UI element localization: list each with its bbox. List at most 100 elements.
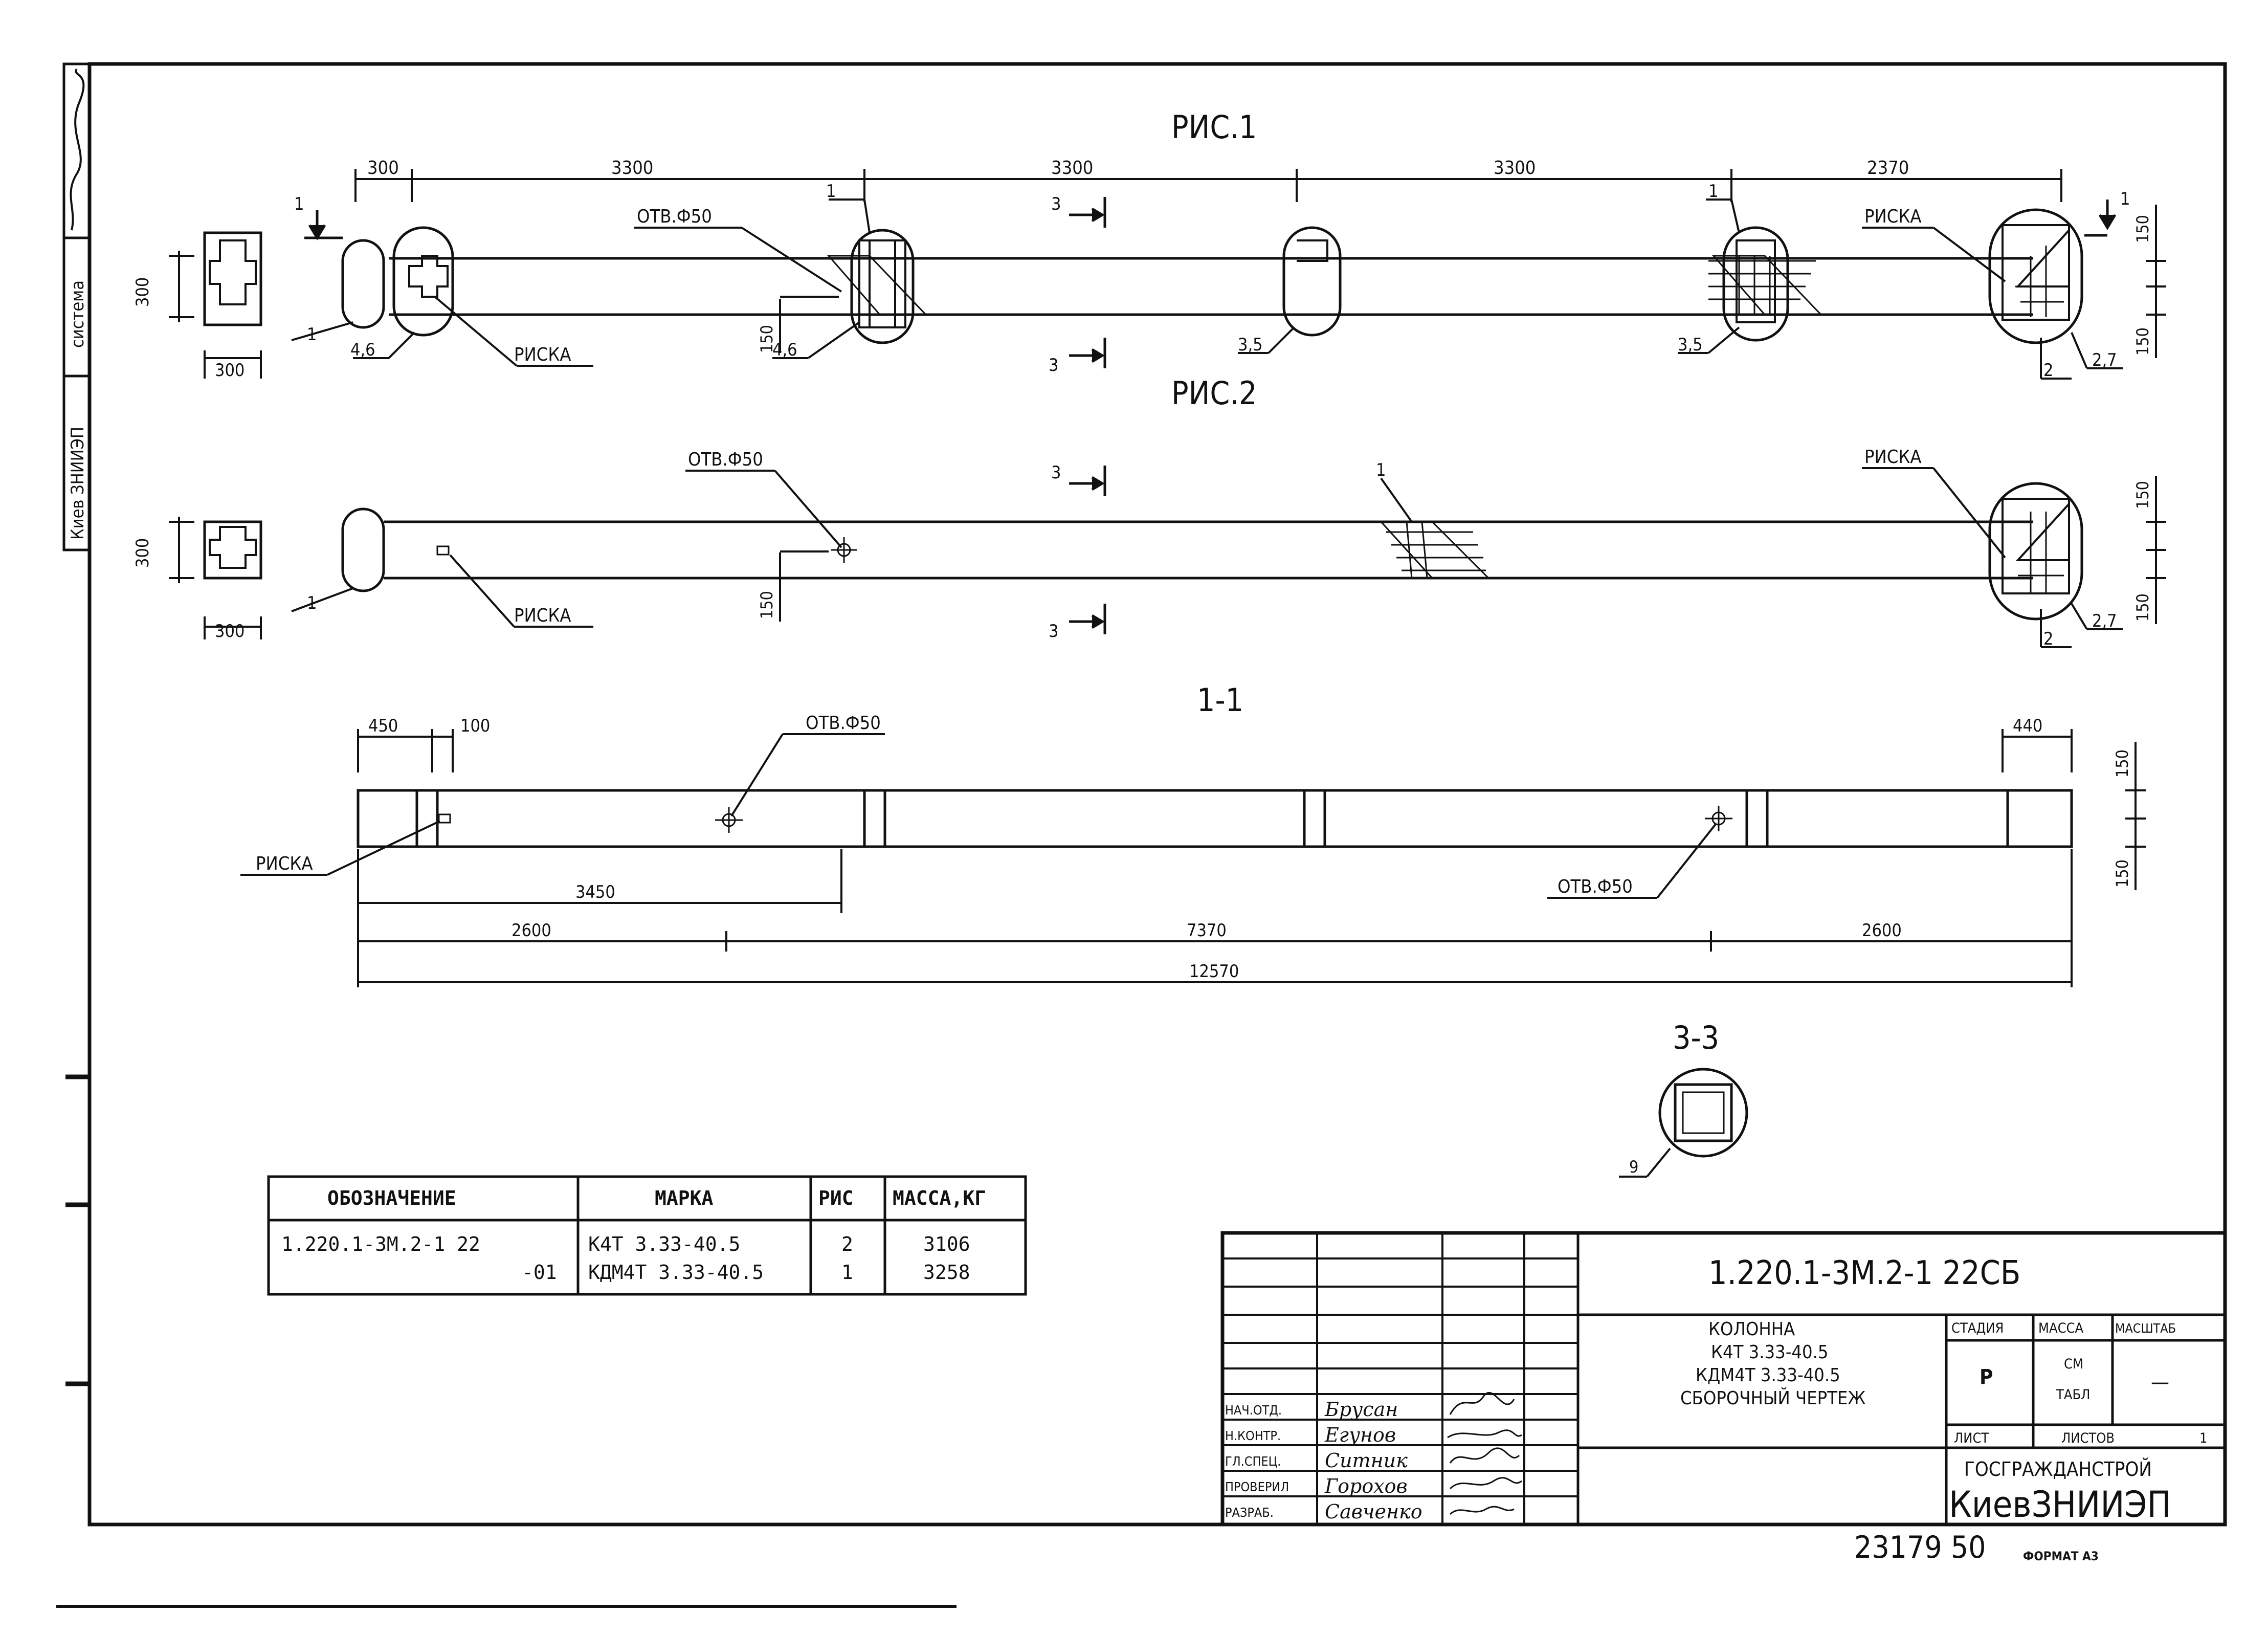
sheet-label: ЛИСТ — [1954, 1430, 1989, 1446]
fig1-side-dim-150-bottom: 150 — [2133, 327, 2152, 356]
fig1-cross-section — [169, 231, 262, 379]
fig1-column-body — [341, 208, 2083, 344]
section11-dim-7370: 7370 — [1187, 920, 1227, 941]
fig1-dimension-chain — [354, 169, 2062, 202]
scale-header: МАСШТАБ — [2115, 1321, 2176, 1336]
section11-dim-total: 12570 — [1189, 961, 1239, 982]
figure-2: РИС.2 300 300 — [132, 374, 2166, 649]
fig1-title: РИС.1 — [1171, 108, 1257, 146]
fig2-offset-dim — [779, 550, 829, 622]
spec-mark-2: КДМ4Т 3.33-40.5 — [588, 1261, 764, 1284]
section11-side-dim-150-top: 150 — [2113, 749, 2132, 778]
sheets-value: 1 — [2199, 1430, 2207, 1446]
fig2-leaders — [291, 467, 2123, 648]
name-head: Брусан — [1324, 1398, 1398, 1421]
format-label: ФОРМАТ А3 — [2023, 1549, 2099, 1563]
fig2-section-mark-3-top: 3 — [1051, 462, 1061, 483]
fig2-title: РИС.2 — [1171, 374, 1257, 412]
section-1-1: 1-1 450 100 440 — [240, 681, 2146, 987]
section11-dim-2600-right: 2600 — [1862, 920, 1902, 941]
role-chief-spec: ГЛ.СПЕЦ. — [1225, 1454, 1281, 1469]
fig2-callout-2-7: 2,7 — [2092, 611, 2117, 631]
fig2-cs-width: 300 — [215, 621, 244, 642]
section11-top-dims — [357, 729, 2073, 772]
fig2-risk-label-left: РИСКА — [514, 605, 571, 626]
spec-header-fig: РИС — [818, 1187, 854, 1209]
section33-title: 3-3 — [1673, 1019, 1719, 1056]
fig2-side-dim-150-top: 150 — [2133, 481, 2152, 509]
fig1-dim-300: 300 — [367, 158, 399, 179]
fig2-column-body — [341, 482, 2083, 621]
fig1-offset-150: 150 — [757, 325, 776, 353]
stage-header: СТАДИЯ — [1951, 1320, 2004, 1336]
mass-value-1: СМ — [2064, 1356, 2083, 1372]
doc-name-line-1: КОЛОННА — [1708, 1319, 1795, 1340]
role-norm-control: Н.КОНТР. — [1225, 1428, 1281, 1443]
fig2-side-dim-150-bottom: 150 — [2133, 593, 2152, 622]
fig1-callout-1: 1 — [307, 324, 317, 345]
fig1-dim-2370: 2370 — [1867, 158, 1909, 179]
fig2-callout-2: 2 — [2043, 629, 2053, 649]
doc-code: 1.220.1-3М.2-1 22СБ — [1708, 1254, 2020, 1292]
role-head: НАЧ.ОТД. — [1225, 1403, 1282, 1418]
fig1-callout-4-6-b: 4,6 — [772, 340, 797, 360]
side-signature — [70, 68, 85, 231]
fig2-risk-label-right: РИСКА — [1864, 447, 1922, 468]
spec-header-mass: МАССА,КГ — [893, 1187, 986, 1209]
fig1-section-mark-1-right: 1 — [2120, 189, 2130, 209]
name-developed: Савченко — [1325, 1500, 1422, 1523]
stage-value: Р — [1980, 1365, 1993, 1389]
name-checked: Горохов — [1324, 1475, 1408, 1497]
fig1-dim-3300-a: 3300 — [611, 158, 653, 179]
fig1-side-dims — [2146, 205, 2166, 358]
fig1-callout-3-5-a: 3,5 — [1238, 335, 1263, 355]
fig1-section-mark-3-bottom: 3 — [1049, 355, 1058, 375]
section11-dim-3450: 3450 — [575, 882, 615, 902]
fig1-callout-1-top-a: 1 — [826, 181, 836, 202]
fig1-risk-label-right: РИСКА — [1864, 206, 1922, 227]
doc-name-line-4: СБОРОЧНЫЙ ЧЕРТЕЖ — [1680, 1387, 1865, 1409]
spec-fig-2: 1 — [841, 1261, 853, 1284]
fig2-offset-150: 150 — [757, 591, 776, 619]
spec-designation: 1.220.1-3М.2-1 22 — [281, 1233, 480, 1255]
section11-risk-label: РИСКА — [256, 853, 313, 874]
fig1-callout-4-6-a: 4,6 — [350, 340, 375, 360]
sheet-number: 23179 50 — [1854, 1530, 1986, 1565]
fig2-hatching — [1386, 512, 2064, 593]
fig1-dim-3300-b: 3300 — [1051, 158, 1093, 179]
fig2-section-marks — [1069, 466, 1106, 634]
section11-side-dims — [2125, 742, 2146, 890]
fig2-callout-1-mid: 1 — [1376, 460, 1386, 480]
mass-value-2: ТАБЛ — [2056, 1387, 2090, 1403]
scale-value: — — [2151, 1371, 2169, 1394]
section11-dim-450: 450 — [368, 716, 398, 736]
fig1-leaders — [291, 198, 2123, 380]
fig2-side-dims — [2146, 476, 2166, 624]
fig1-section-mark-1-left: 1 — [294, 194, 304, 214]
spec-mark-1: К4Т 3.33-40.5 — [588, 1233, 740, 1255]
role-developed: РАЗРАБ. — [1225, 1505, 1274, 1520]
sheets-label: ЛИСТОВ — [2061, 1430, 2115, 1446]
section11-dim-2600-left: 2600 — [512, 920, 551, 941]
spec-fig-1: 2 — [841, 1233, 853, 1255]
mass-header: МАССА — [2038, 1320, 2084, 1336]
fig1-section-mark-3-top: 3 — [1051, 194, 1061, 214]
spec-mass-2: 3258 — [923, 1261, 970, 1284]
section11-bottom-dims — [357, 849, 2073, 987]
org-top: ГОСГРАЖДАНСТРОЙ — [1964, 1458, 2152, 1481]
title-block — [1220, 1231, 2227, 1527]
section11-dim-440: 440 — [2013, 716, 2042, 736]
section11-column — [357, 789, 2073, 848]
fig2-section-mark-3-bottom: 3 — [1049, 621, 1058, 642]
section11-leaders — [240, 733, 1717, 899]
fig1-callout-2-7: 2,7 — [2092, 350, 2117, 370]
fig1-callout-3-5-b: 3,5 — [1678, 335, 1703, 355]
fig1-cs-height: 300 — [132, 277, 153, 307]
sheet-frame: Киев ЗНИИЭП система — [56, 62, 2227, 1608]
side-label-org: Киев ЗНИИЭП — [68, 427, 88, 540]
section33-callout: 9 — [1629, 1157, 1638, 1177]
spec-header-designation: ОБОЗНАЧЕНИЕ — [327, 1187, 456, 1209]
spec-designation-suffix: -01 — [522, 1261, 557, 1284]
doc-name-line-3: КДМ4Т 3.33-40.5 — [1696, 1365, 1840, 1386]
